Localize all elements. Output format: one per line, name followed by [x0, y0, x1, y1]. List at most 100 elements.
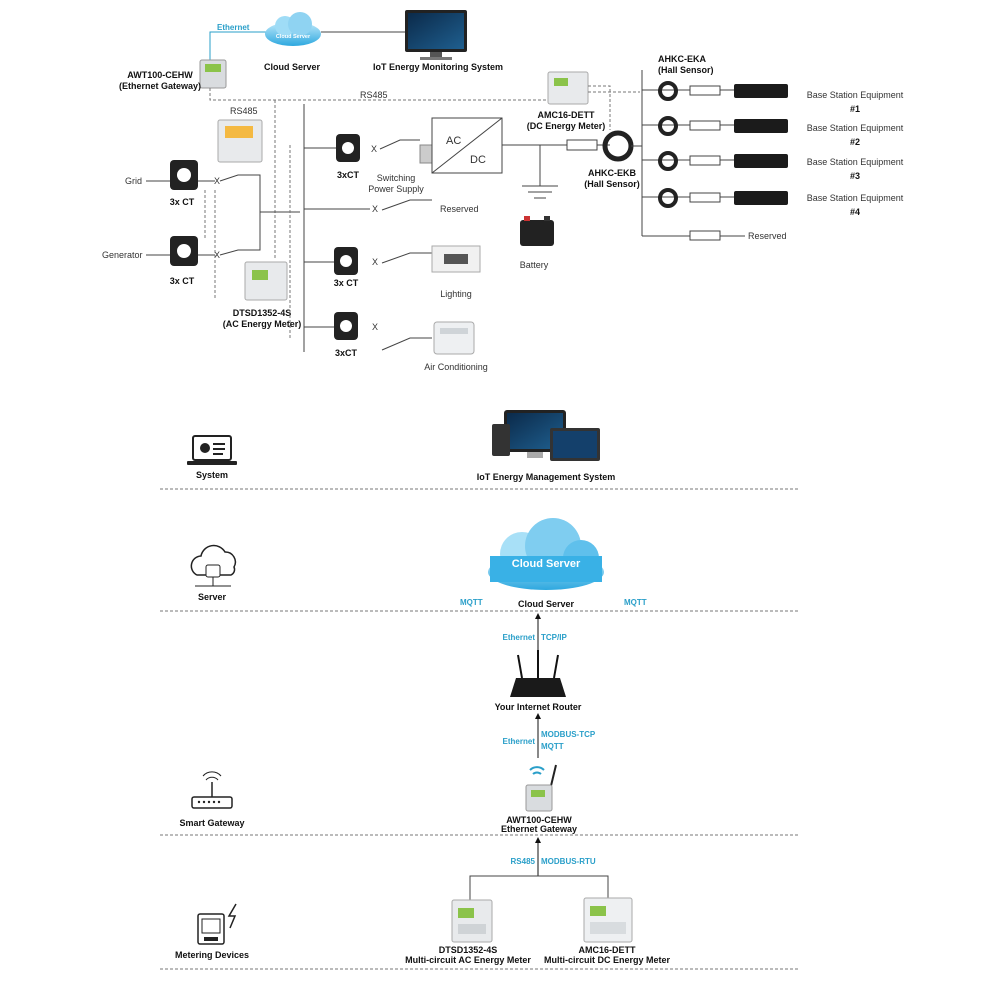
din-meter-icon	[217, 119, 263, 163]
dc-meter-icon	[547, 71, 589, 105]
dc-meter-desc-bottom: Multi-circuit DC Energy Meter	[544, 955, 671, 965]
ct-sensor-icon	[170, 236, 198, 266]
ct-label-lighting: 3x CT	[334, 278, 359, 288]
ac-meter-icon	[244, 261, 288, 301]
mqtt-left-label: MQTT	[460, 598, 483, 607]
dc-meter-name-bottom: AMC16-DETT	[578, 945, 636, 955]
cloud-server-icon: Cloud Server	[265, 12, 321, 46]
ac-meter-name-top: DTSD1352-4S	[233, 308, 292, 318]
air-conditioner-icon	[433, 321, 475, 355]
air-conditioning-label: Air Conditioning	[424, 362, 488, 372]
reserved-mid-label: Reserved	[440, 204, 479, 214]
fuse-symbol	[689, 120, 721, 131]
ct-sensor-icon	[334, 312, 358, 340]
fuse-symbol	[689, 85, 721, 96]
gateway-device-icon	[199, 59, 227, 89]
x-mark-reserved: X	[372, 204, 378, 214]
bse-number-2: #2	[850, 137, 860, 147]
hall-sensor-icon	[658, 151, 678, 171]
lighting-label: Lighting	[440, 289, 472, 299]
iot-management-label: IoT Energy Management System	[477, 472, 616, 482]
light-fixture-icon	[431, 245, 481, 273]
x-mark-b1: X	[371, 144, 377, 154]
dc-meter-icon	[583, 897, 633, 943]
fuse-symbol	[689, 155, 721, 166]
dc-meter-name-top: AMC16-DETT	[537, 110, 595, 120]
fuse-symbol	[689, 230, 721, 241]
cloud-big-text: Cloud Server	[512, 558, 581, 570]
ct-label-b1: 3xCT	[337, 170, 360, 180]
hall-sensor-icon	[602, 130, 634, 162]
ac-label: AC	[446, 135, 461, 147]
hall-a-desc: (Hall Sensor)	[658, 65, 714, 75]
meter-lightning-icon	[197, 903, 237, 945]
eth-mod-label-2: MODBUS-TCP	[541, 730, 596, 739]
bse-label-4: Base Station Equipment	[807, 193, 904, 203]
gateway-desc-top: (Ethernet Gateway)	[119, 81, 201, 91]
cloud-server-label: Cloud Server	[264, 62, 321, 72]
bse-label-1: Base Station Equipment	[807, 90, 904, 100]
bse-label-3: Base Station Equipment	[807, 157, 904, 167]
rs485-bottom-label: RS485	[511, 857, 536, 866]
eth-tcp-label-1: Ethernet	[503, 633, 536, 642]
gateway-name-bottom: AWT100-CEHW	[506, 815, 572, 825]
ac-meter-icon	[451, 899, 493, 943]
hall-sensor-icon	[658, 116, 678, 136]
layer-label-server: Server	[198, 592, 227, 602]
ct-sensor-icon	[334, 247, 358, 275]
base-station-device	[734, 154, 788, 168]
ct-label-grid: 3x CT	[170, 197, 195, 207]
fuse-symbol	[689, 192, 721, 203]
cloud-server-bottom-label: Cloud Server	[518, 599, 575, 609]
eth-mod-label-3: MQTT	[541, 742, 564, 751]
ct-label-generator: 3x CT	[170, 276, 195, 286]
ct-sensor-icon	[336, 134, 360, 162]
wifi-icon	[529, 766, 545, 775]
hall-sensor-icon	[658, 188, 678, 208]
mqtt-right-label: MQTT	[624, 598, 647, 607]
cloud-server-big-icon: Cloud Server	[488, 518, 604, 590]
reserved-right-label: Reserved	[748, 231, 787, 241]
cloud-server-outline-icon	[190, 544, 237, 587]
wireless-router-icon	[191, 771, 233, 809]
hall-b-desc: (Hall Sensor)	[584, 179, 640, 189]
battery-label: Battery	[520, 260, 549, 270]
hall-a-name: AHKC-EKA	[658, 54, 706, 64]
monitor-tablet-icon	[492, 410, 600, 461]
gateway-device-icon	[525, 764, 557, 812]
x-mark-grid: X	[214, 176, 220, 186]
ac-meter-name-bottom: DTSD1352-4S	[439, 945, 498, 955]
router-icon	[510, 650, 566, 697]
bse-label-2: Base Station Equipment	[807, 123, 904, 133]
layer-label-metering: Metering Devices	[175, 950, 249, 960]
ac-dc-converter-box	[431, 117, 503, 174]
monitor-icon	[405, 10, 467, 60]
ethernet-label: Ethernet	[217, 23, 250, 32]
switching-label-1: Switching	[377, 173, 416, 183]
base-station-device	[734, 119, 788, 133]
generator-label: Generator	[102, 250, 143, 260]
gateway-name-top: AWT100-CEHW	[127, 70, 193, 80]
ct-sensor-icon	[170, 160, 198, 190]
gateway-desc-bottom: Ethernet Gateway	[501, 824, 577, 834]
dc-meter-desc-top: (DC Energy Meter)	[527, 121, 606, 131]
rs485-left-label: RS485	[230, 106, 258, 116]
bse-number-4: #4	[850, 207, 860, 217]
layer-label-gateway: Smart Gateway	[179, 818, 244, 828]
base-station-device	[734, 84, 788, 98]
switching-label-2: Power Supply	[368, 184, 424, 194]
modbus-rtu-label: MODBUS-RTU	[541, 857, 596, 866]
bse-number-1: #1	[850, 104, 860, 114]
bse-number-3: #3	[850, 171, 860, 181]
x-mark-lighting: X	[372, 257, 378, 267]
laptop-icon	[187, 435, 237, 465]
fuse-symbol	[566, 139, 598, 151]
cloud-small-text: Cloud Server	[276, 34, 311, 40]
grid-label: Grid	[125, 176, 142, 186]
router-label: Your Internet Router	[495, 702, 582, 712]
x-mark-generator: X	[214, 250, 220, 260]
dc-label: DC	[470, 154, 486, 166]
iot-monitoring-label: IoT Energy Monitoring System	[373, 62, 503, 72]
eth-mod-label-1: Ethernet	[503, 737, 536, 746]
